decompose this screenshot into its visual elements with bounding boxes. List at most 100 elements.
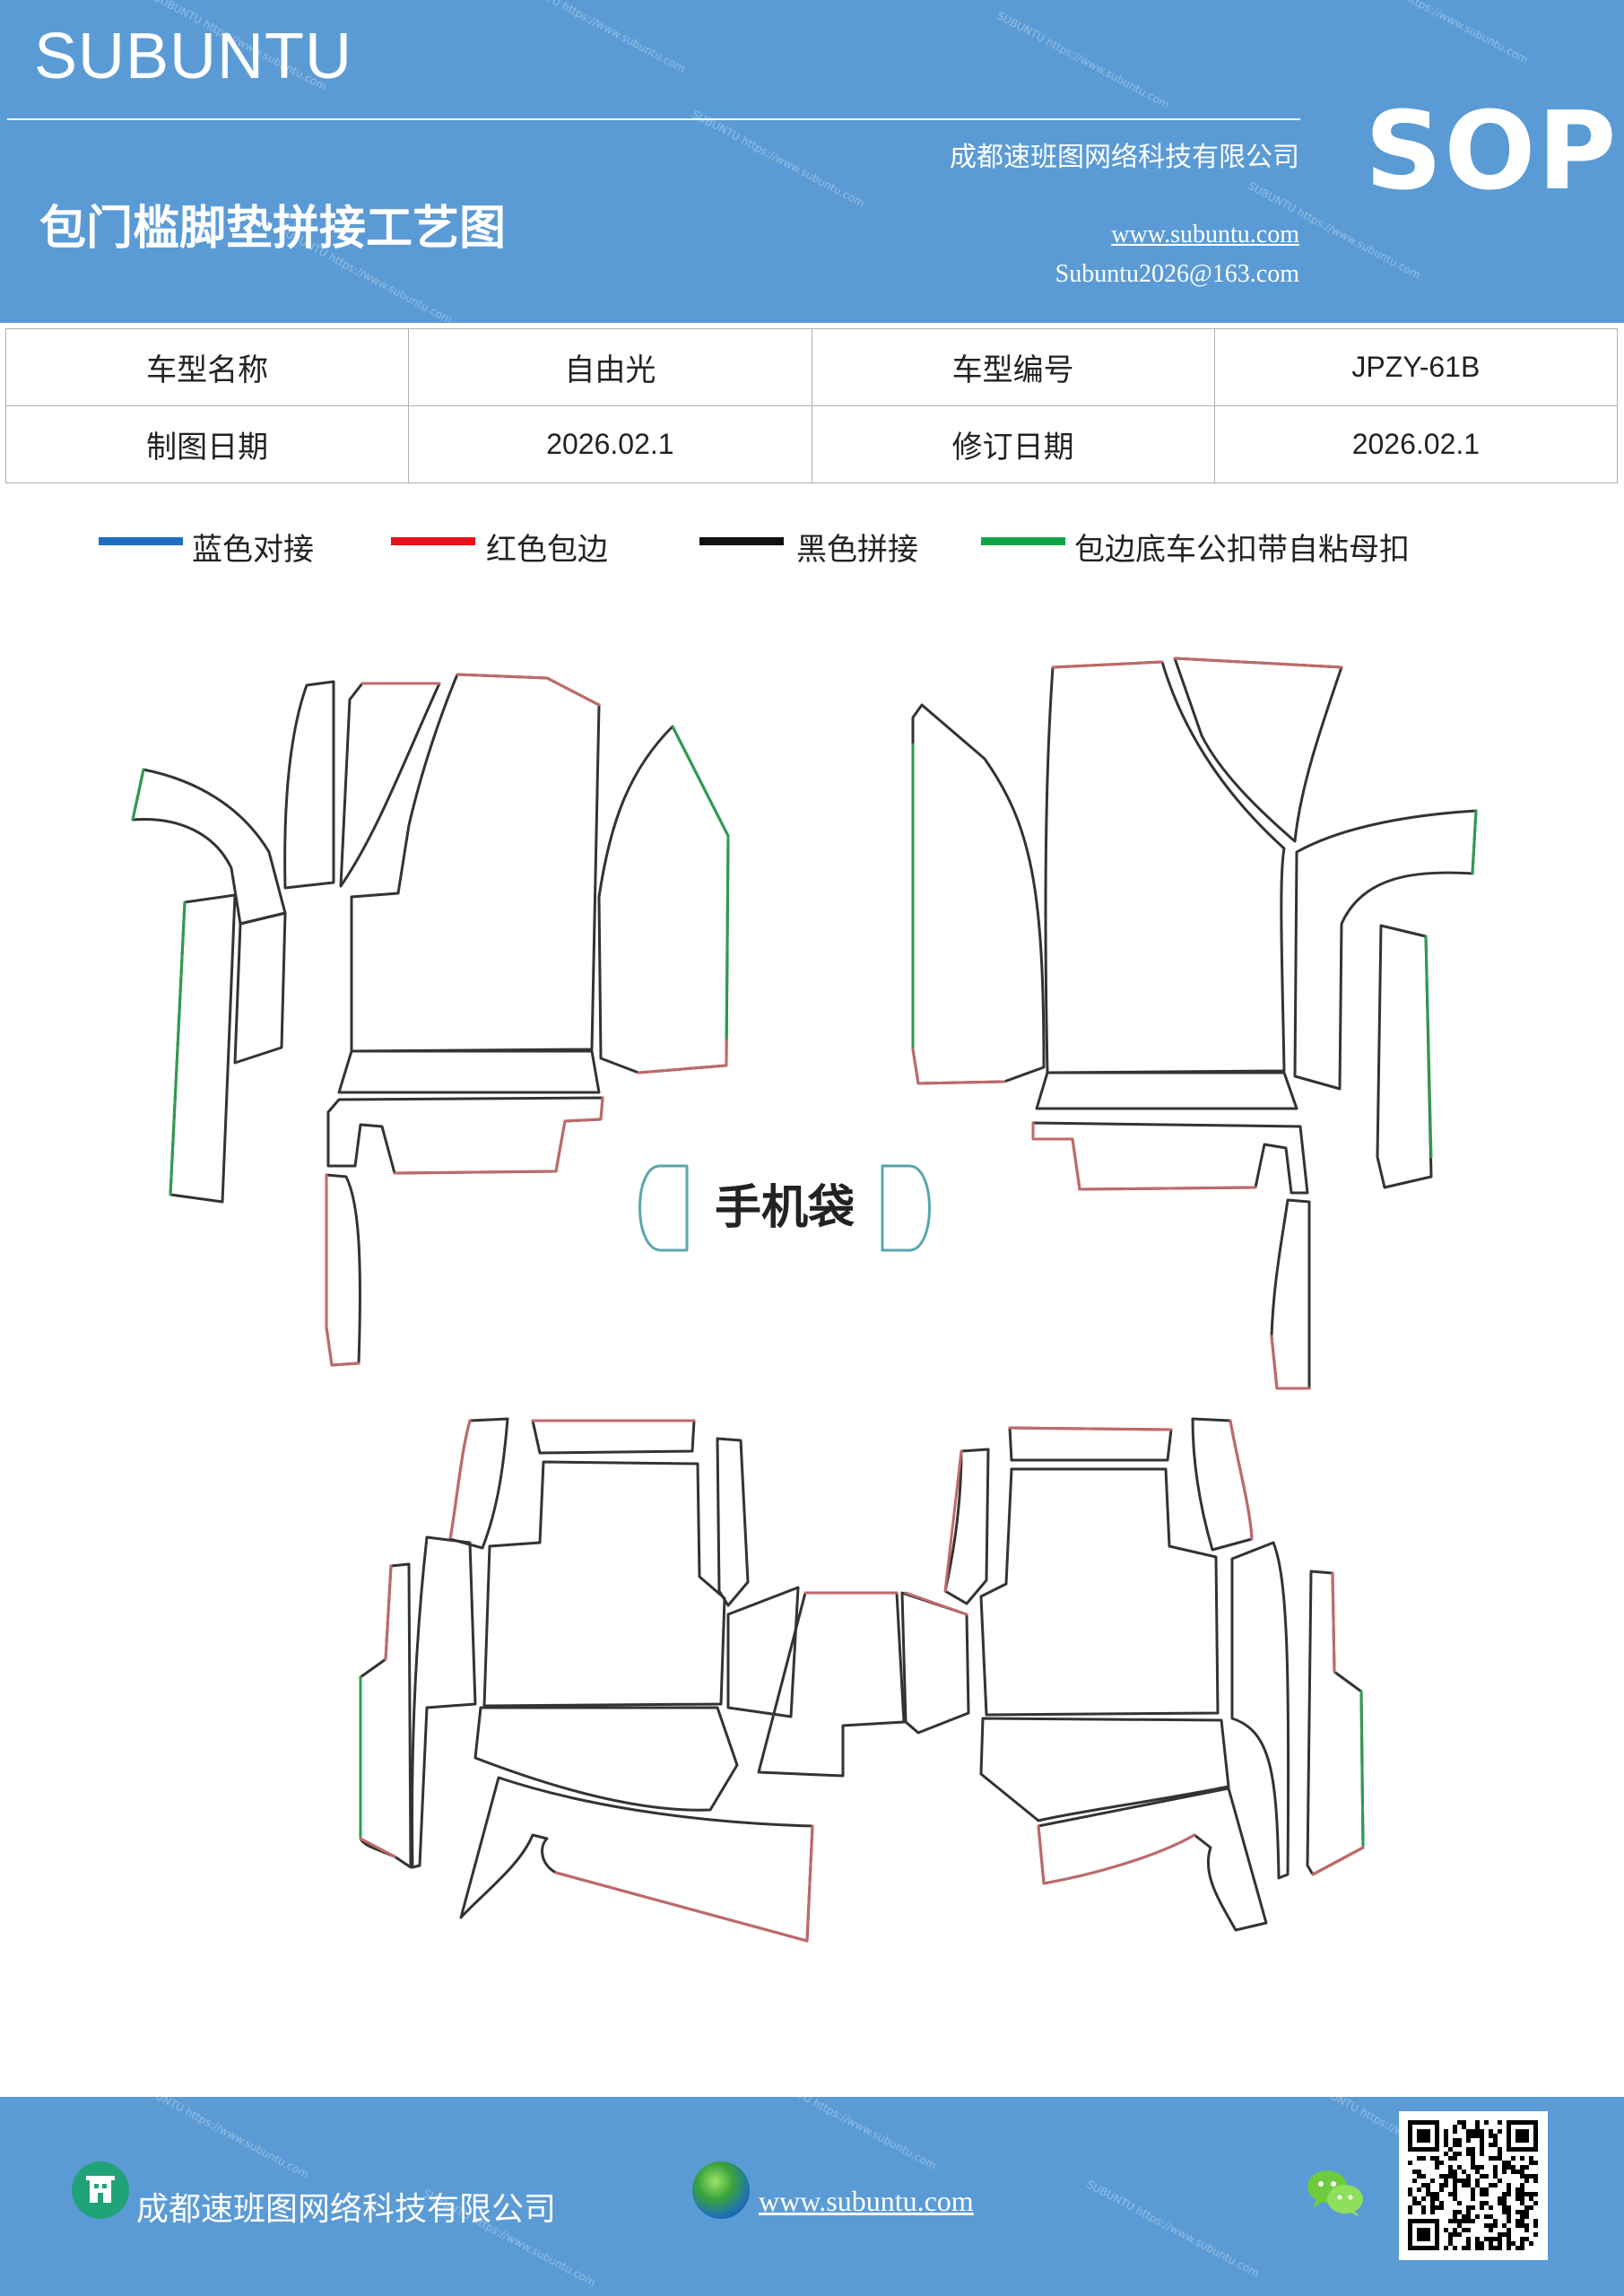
table-cell: 制图日期	[4, 405, 410, 483]
pattern-piece	[339, 682, 441, 888]
legend-label: 黑色拼接	[796, 532, 918, 568]
pattern-piece	[911, 703, 1046, 1085]
pattern-piece	[283, 680, 335, 890]
pattern-piece	[1376, 924, 1433, 1189]
phone-pocket-label: 手机袋	[715, 1181, 855, 1235]
table-row: 制图日期 2026.02.1 修订日期 2026.02.1	[4, 405, 1619, 483]
pattern-piece	[1230, 1541, 1290, 1880]
front-right-mat-group	[911, 657, 1478, 1390]
pattern-piece	[1044, 660, 1286, 1074]
pattern-piece	[169, 893, 237, 1204]
front-left-mat-group	[131, 673, 730, 1367]
table-cell: 自由光	[408, 328, 812, 406]
globe-icon	[692, 2161, 750, 2219]
red-edge	[1051, 660, 1164, 669]
table-cell: JPZY-61B	[1213, 328, 1619, 406]
pattern-piece	[1173, 657, 1343, 843]
mat-pattern-diagram: 手机袋	[131, 657, 1478, 1943]
pattern-piece	[325, 1173, 361, 1367]
pattern-piece	[473, 1706, 739, 1812]
company-name: 成都速班图网络科技有限公司	[950, 142, 1299, 173]
pattern-piece	[531, 1419, 696, 1455]
pattern-piece	[757, 1591, 906, 1778]
velcro-edge	[131, 768, 145, 822]
legend-swatch-green	[981, 537, 1065, 545]
sop-badge: SOP	[1365, 90, 1619, 214]
website-link[interactable]: www.subuntu.com	[1111, 221, 1299, 248]
velcro-edge	[169, 900, 187, 1196]
brand-name: SUBUNTU	[34, 21, 353, 92]
pattern-piece	[979, 1717, 1230, 1822]
pattern-piece	[359, 1562, 413, 1869]
table-cell: 车型编号	[811, 328, 1215, 406]
legend: 蓝色对接 红色包边 黑色拼接 包边底车公扣带自粘母扣	[0, 525, 1624, 570]
red-edge	[1173, 657, 1343, 669]
legend-swatch-red	[391, 537, 475, 545]
pattern-piece	[233, 911, 287, 1065]
table-cell: 修订日期	[811, 405, 1215, 483]
pattern-piece	[1306, 1570, 1365, 1876]
rear-left-mat-group	[359, 1417, 906, 1943]
pattern-piece	[597, 725, 730, 1074]
velcro-edge	[1424, 935, 1433, 1159]
pattern-piece	[1293, 809, 1478, 1091]
red-edge	[393, 1096, 604, 1175]
pattern-piece	[1035, 1071, 1298, 1110]
page-title: 包门槛脚垫拼接工艺图	[39, 201, 507, 256]
footer-website-link[interactable]: www.subuntu.com	[759, 2185, 974, 2217]
pattern-piece	[726, 1586, 800, 1718]
red-edge	[554, 1824, 814, 1943]
header-banner: SUBUNTU https://www.subuntu.com SUBUNTU …	[0, 0, 1624, 323]
pattern-piece	[1008, 1426, 1173, 1462]
red-edge	[943, 1449, 963, 1593]
email-address: Subuntu2026@163.com	[1055, 260, 1299, 288]
red-edge	[904, 1591, 968, 1616]
legend-swatch-blue	[99, 537, 183, 545]
legend-label: 蓝色对接	[192, 532, 314, 568]
pattern-piece	[337, 1049, 601, 1094]
footer-company-name: 成都速班图网络科技有限公司	[136, 2191, 557, 2228]
wechat-icon[interactable]	[1306, 2167, 1365, 2219]
pattern-piece	[979, 1467, 1220, 1717]
rear-right-mat-group	[900, 1417, 1365, 1932]
qr-code[interactable]	[1399, 2111, 1548, 2260]
red-edge	[448, 1419, 472, 1541]
red-edge	[1229, 1419, 1254, 1541]
table-row: 车型名称 自由光 车型编号 JPZY-61B	[4, 328, 1619, 406]
table-cell: 车型名称	[4, 328, 410, 406]
table-cell: 2026.02.1	[1213, 405, 1619, 483]
legend-swatch-black	[699, 537, 784, 545]
velcro-edge	[671, 725, 730, 1042]
red-edge	[1008, 1426, 1173, 1431]
pattern-piece	[1037, 1787, 1268, 1932]
pattern-piece	[411, 1535, 477, 1869]
pattern-piece	[900, 1591, 970, 1735]
vehicle-info-table: 车型名称 自由光 车型编号 JPZY-61B 制图日期 2026.02.1 修订…	[4, 328, 1619, 483]
pattern-piece	[459, 1776, 814, 1943]
pattern-piece	[1270, 1198, 1311, 1390]
legend-label: 包边底车公扣带自粘母扣	[1074, 532, 1410, 568]
pattern-piece	[482, 1460, 726, 1708]
pattern-piece	[716, 1437, 750, 1607]
building-icon	[72, 2161, 129, 2219]
phone-pocket-group	[638, 1164, 931, 1252]
table-cell: 2026.02.1	[408, 405, 812, 483]
pocket-piece	[881, 1164, 931, 1252]
velcro-edge	[1471, 809, 1478, 875]
red-edge	[456, 673, 601, 707]
pattern-piece	[943, 1448, 990, 1605]
velcro-edge	[1359, 1690, 1365, 1849]
red-edge	[359, 1564, 396, 1858]
red-edge	[911, 1048, 1006, 1085]
red-edge	[325, 1173, 360, 1367]
pattern-piece	[350, 673, 601, 1053]
legend-label: 红色包边	[486, 532, 608, 568]
footer-banner: SUBUNTU https://www.subuntu.com SUBUNTU …	[0, 2097, 1624, 2296]
red-edge	[1031, 1121, 1257, 1191]
red-edge	[1311, 1571, 1365, 1876]
red-edge	[1270, 1335, 1311, 1390]
header-divider	[7, 118, 1300, 120]
red-edge	[1037, 1824, 1196, 1885]
red-edge	[637, 1039, 728, 1074]
pocket-piece	[638, 1164, 689, 1252]
